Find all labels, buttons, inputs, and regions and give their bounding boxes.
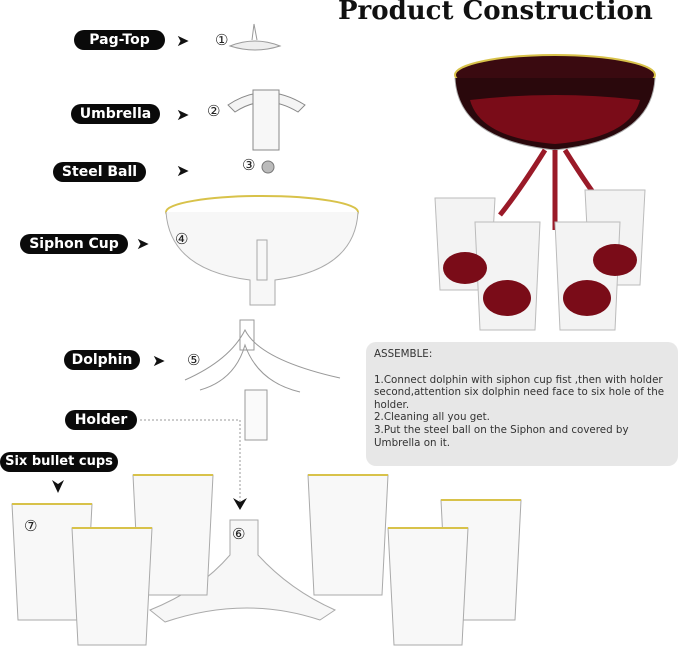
- assemble-step-3: 3.Put the steel ball on the Siphon and c…: [374, 423, 629, 449]
- label-siphon-cup: Siphon Cup: [20, 234, 128, 254]
- arrow-icon: ➤: [176, 31, 190, 50]
- part-number-6: ⑥: [232, 525, 246, 543]
- umbrella-part: [227, 89, 306, 151]
- page-title: Product Construction: [338, 0, 653, 26]
- holder-leader-line: [140, 419, 241, 502]
- bullet-cups: [11, 474, 522, 646]
- label-six-bullet-cups: Six bullet cups: [0, 452, 118, 472]
- part-number-3: ③: [242, 156, 256, 174]
- dolphin-part: [184, 319, 341, 441]
- cups-arrowhead-icon: [52, 480, 64, 493]
- arrow-icon: ➤: [176, 105, 190, 124]
- part-number-2: ②: [207, 102, 221, 120]
- part-number-7: ⑦: [24, 517, 38, 535]
- part-number-5: ⑤: [187, 351, 201, 369]
- bullet-cup: [387, 527, 469, 646]
- siphon-cup-part: [165, 195, 359, 306]
- assemble-instructions-panel: ASSEMBLE: 1.Connect dolphin with siphon …: [366, 342, 678, 466]
- arrow-icon: ➤: [176, 161, 190, 180]
- cup-rims: [12, 474, 521, 529]
- bullet-cup: [307, 474, 389, 596]
- label-pag-top: Pag-Top: [74, 30, 165, 50]
- assemble-step-2: 2.Cleaning all you get.: [374, 411, 490, 424]
- label-umbrella: Umbrella: [71, 104, 160, 124]
- assembled-product-photo: [434, 54, 656, 331]
- assemble-step-1: 1.Connect dolphin with siphon cup fist ,…: [374, 373, 665, 411]
- label-dolphin: Dolphin: [64, 350, 140, 370]
- holder-arrowhead-icon: [233, 498, 247, 510]
- arrow-icon: ➤: [152, 351, 166, 370]
- label-holder: Holder: [65, 410, 137, 430]
- part-number-1: ①: [215, 31, 229, 49]
- arrow-icon: ➤: [136, 234, 150, 253]
- assemble-heading: ASSEMBLE:: [374, 348, 433, 360]
- steel-ball-part: [261, 160, 275, 174]
- pag-top-part: [228, 23, 282, 51]
- bullet-cup: [71, 527, 153, 646]
- label-steel-ball: Steel Ball: [53, 162, 146, 182]
- part-number-4: ④: [175, 230, 189, 248]
